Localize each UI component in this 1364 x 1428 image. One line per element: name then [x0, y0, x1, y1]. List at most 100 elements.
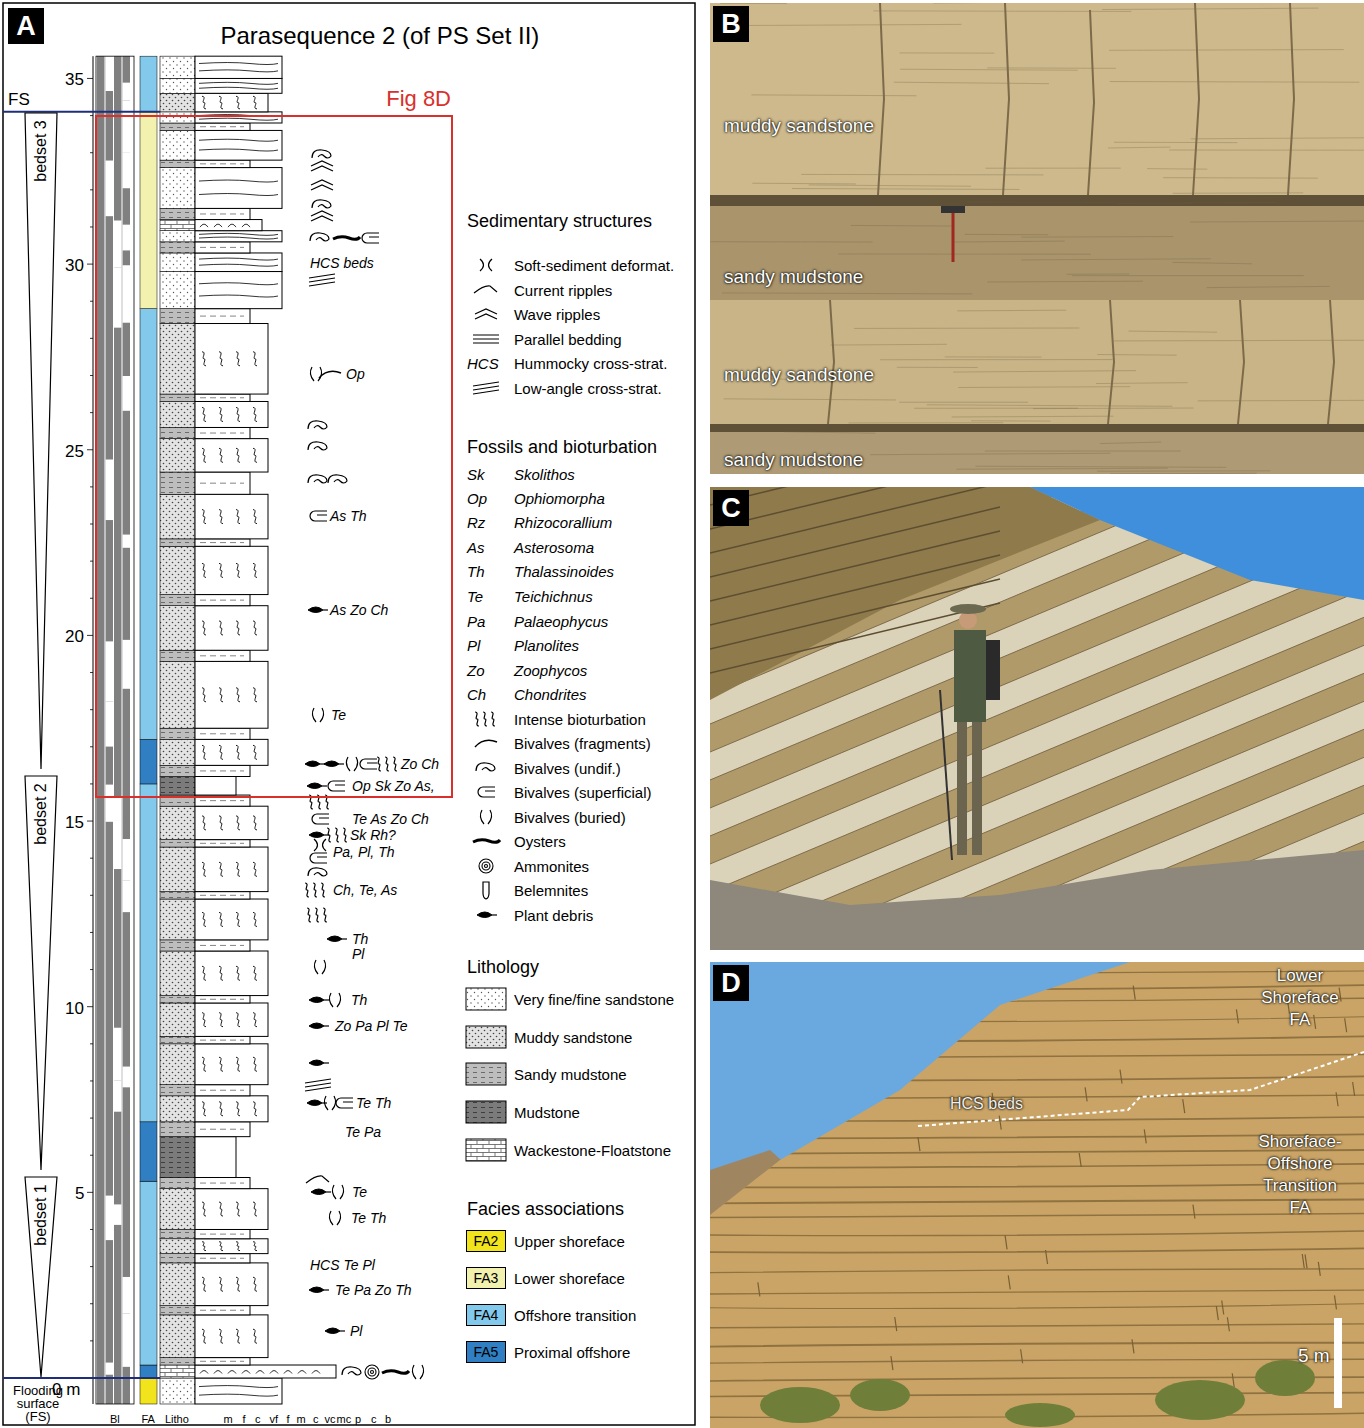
outcrop-photo — [953, 241, 1065, 243]
symbol-frag — [475, 740, 497, 747]
symbol-wave — [311, 161, 333, 171]
symbol-plant — [309, 1023, 329, 1029]
outcrop-photo — [880, 359, 1112, 360]
beds — [195, 728, 250, 739]
legend-text: Sandy mudstone — [514, 1066, 627, 1083]
symbol-plant — [307, 783, 327, 789]
outcrop-photo — [1033, 408, 1193, 410]
symbol-biot — [377, 757, 397, 771]
symbol-amm — [365, 1365, 379, 1379]
symbol-sup — [328, 781, 345, 791]
depth-axis — [90, 561, 93, 562]
trace-fossil-label: Op — [346, 367, 365, 382]
beds — [236, 1242, 240, 1251]
beds — [199, 194, 278, 196]
legend-text: Intense bioturbation — [514, 711, 646, 728]
symbol-undif — [308, 442, 327, 450]
depth-axis — [90, 486, 93, 487]
person — [957, 720, 967, 855]
legend-abbreviation: Th — [467, 563, 485, 580]
outcrop-photo — [710, 1076, 1364, 1080]
beds — [236, 1013, 240, 1027]
node-text: bedset 3 — [33, 120, 49, 181]
outcrop-photo — [750, 1011, 752, 1025]
beds — [199, 63, 278, 65]
outcrop-photo — [941, 206, 965, 213]
outcrop-photo — [1238, 300, 1244, 424]
bioturbation-index-column — [114, 820, 122, 869]
facies-column — [140, 1378, 157, 1404]
beds — [228, 224, 236, 227]
outcrop-photo — [1318, 1262, 1320, 1276]
beds — [160, 439, 195, 472]
outcrop-photo — [933, 3, 1055, 4]
beds — [236, 745, 240, 759]
panel-letter: A — [8, 8, 44, 44]
symbol-sup — [310, 511, 327, 521]
trace-fossil-label: Pl — [352, 947, 364, 962]
beds — [214, 1371, 222, 1374]
legend-abbreviation: HCS — [467, 355, 499, 372]
beds — [202, 912, 206, 926]
symbol-sup — [360, 759, 377, 769]
beds — [160, 996, 195, 1003]
beds — [160, 1263, 195, 1306]
beds — [160, 661, 195, 728]
outcrop-photo — [952, 212, 955, 262]
outcrop-photo — [878, 3, 884, 195]
symbol-low — [305, 1079, 331, 1091]
legend-text: Lower shoreface — [514, 1270, 625, 1287]
symbol-wave — [311, 161, 333, 171]
beds — [195, 439, 268, 472]
beds — [200, 542, 244, 543]
symbol-plant — [324, 1062, 329, 1063]
depth-axis — [87, 449, 93, 450]
legend-text: Belemnites — [514, 882, 588, 899]
outcrop-photo — [987, 67, 1116, 68]
symbol-sup — [362, 233, 379, 243]
beds — [202, 1277, 206, 1291]
symbol-sup — [360, 759, 377, 769]
beds — [160, 899, 195, 940]
beds — [195, 1306, 250, 1315]
beds — [160, 56, 195, 78]
bioturbation-index-column — [114, 1028, 122, 1081]
symbol-oys — [333, 237, 360, 240]
symbol-low — [473, 382, 499, 394]
beds — [195, 494, 268, 539]
outcrop-photo — [965, 234, 1049, 235]
symbol-wave — [311, 180, 333, 190]
symbol-plant — [325, 1328, 345, 1334]
symbol-plant — [309, 1060, 329, 1066]
beds — [195, 1085, 250, 1096]
outcrop-photo — [1345, 1018, 1347, 1032]
beds — [202, 745, 206, 759]
outcrop-photo — [1128, 331, 1217, 332]
symbol-amm — [371, 1371, 374, 1374]
beds — [253, 1202, 257, 1216]
bioturbation-index-column — [123, 1277, 131, 1313]
outcrop-photo — [760, 1387, 840, 1423]
beds — [202, 862, 206, 876]
outcrop-photo — [1222, 1300, 1224, 1314]
beds — [160, 728, 195, 739]
beds — [228, 1371, 236, 1374]
facies-column — [140, 1181, 157, 1365]
column-label: mc — [337, 1413, 352, 1426]
beds — [199, 258, 278, 260]
outcrop-photo — [710, 1054, 1364, 1058]
outcrop-photo — [710, 813, 1364, 950]
node-text: bedset 2 — [33, 783, 49, 844]
outcrop-photo — [710, 971, 1364, 975]
beds — [195, 160, 250, 167]
beds — [160, 539, 195, 546]
depth-axis — [90, 1303, 93, 1304]
symbol-plant — [309, 1023, 324, 1029]
bioturbation-index-column — [96, 56, 134, 1404]
legend-text: Ammonites — [514, 858, 589, 875]
beds — [195, 892, 250, 899]
outcrop-photo — [1172, 262, 1252, 263]
outcrop-photo — [710, 813, 1364, 950]
beds — [236, 1102, 240, 1116]
